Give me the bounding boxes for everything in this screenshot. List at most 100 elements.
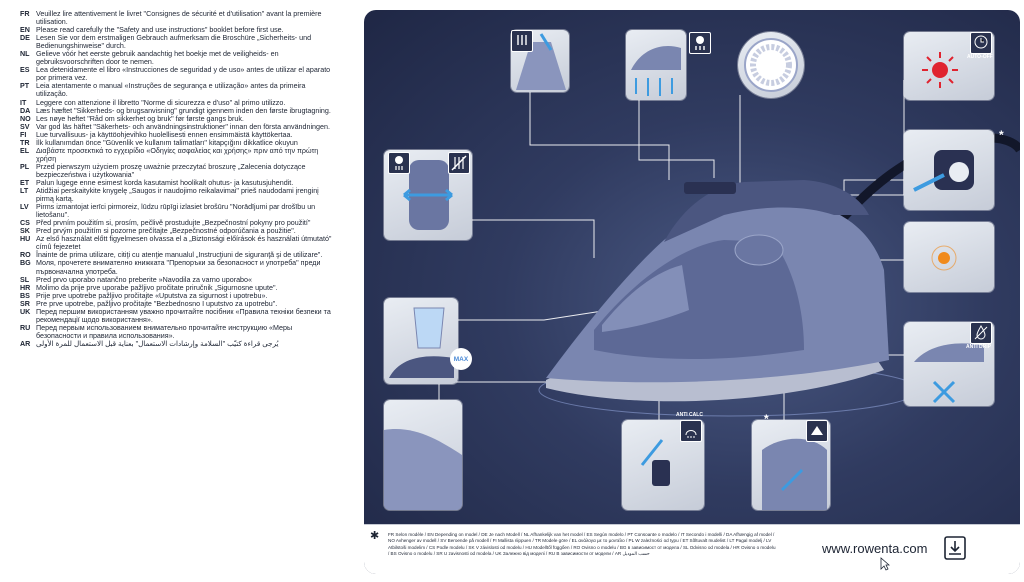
download-icon[interactable]	[942, 535, 968, 561]
vertical-steam-icon	[511, 30, 533, 52]
language-row-da: DA Læs hæftet "Sikkerheds- og brugsanvisn…	[20, 107, 338, 115]
language-instruction-text: Please read carefully the "Safety and us…	[36, 26, 284, 35]
language-code: DA	[20, 106, 31, 115]
no-steam-icon	[448, 152, 470, 174]
language-code: DE	[20, 34, 30, 43]
thumb-vertical-steam	[511, 30, 569, 92]
language-row-hr: HR Molimo da prije prve uporabe pažljivo …	[20, 284, 338, 292]
language-row-hu: HU Az első használat előtt figyelmesen ol…	[20, 235, 338, 251]
thumb-temperature-light	[904, 222, 994, 292]
anti-calc-icon	[680, 420, 702, 442]
language-instruction-text: يُرجى قراءة كتيّب "السلامة وإرشادات الاس…	[36, 339, 279, 348]
thumb-textile	[384, 400, 462, 510]
language-instruction-text: Gelieve vóór het eerste gebruik aandacht…	[36, 50, 279, 67]
language-row-bg: BG Моля, прочетете внимателно книжката "П…	[20, 259, 338, 275]
language-code: EL	[20, 146, 30, 155]
language-code: UK	[20, 307, 31, 316]
language-row-es: ES Lea detenidamente el libro «Instruccio…	[20, 66, 338, 82]
language-instruction-text: Az első használat előtt figyelmesen olva…	[36, 235, 332, 252]
steam-power-icon	[806, 420, 828, 442]
language-code: RO	[20, 251, 31, 260]
language-code: TR	[20, 138, 30, 147]
language-code: BG	[20, 259, 31, 268]
language-code: SR	[20, 299, 30, 308]
language-instruction-text: Leggere con attenzione il libretto "Norm…	[36, 98, 286, 107]
language-instruction-text: Molimo da prije prve uporabe pažljivo pr…	[36, 283, 278, 292]
asterisk-icon: ✱	[370, 530, 380, 542]
language-code: RU	[20, 323, 31, 332]
language-instruction-text: Моля, прочетете внимателно книжката "Пре…	[36, 259, 321, 276]
language-code: BS	[20, 291, 30, 300]
language-instruction-text: Læs hæftet "Sikkerheds- og brugsanvisnin…	[36, 106, 331, 115]
language-instruction-text: Leia atentamente o manual «Instruções de…	[36, 82, 306, 99]
language-code: HR	[20, 283, 31, 292]
auto-off-icon	[970, 32, 992, 54]
language-instruction-text: Lea detenidamente el libro «Instruccione…	[36, 66, 331, 83]
language-code: ET	[20, 178, 30, 187]
language-code: NO	[20, 114, 31, 123]
language-instruction-text: Pre prve upotrebe, pažljivo pročitajte "…	[36, 299, 278, 308]
language-code: AR	[20, 339, 31, 348]
steam-buttons	[684, 182, 736, 194]
language-instruction-text: Перед первым использованием внимательно …	[36, 323, 293, 340]
illustration-panel: AUTO-OFF ANTI DRIP ANTI CALC MAX * * ✱ F…	[364, 10, 1020, 574]
steam-icon	[388, 152, 410, 174]
auto-off-label: AUTO-OFF	[967, 54, 993, 60]
language-instruction-text: Διαβάστε προσεκτικά το εγχειρίδιο «Οδηγί…	[36, 146, 319, 163]
language-code: NL	[20, 50, 30, 59]
language-row-fr: FR Veuillez lire attentivement le livret …	[20, 10, 338, 26]
language-row-tr: TR İlk kullanımdan önce "Güvenlik ve kull…	[20, 139, 338, 147]
language-code: ES	[20, 66, 30, 75]
temperature-dial	[734, 234, 784, 266]
language-instruction-text: İlk kullanımdan önce "Güvenlik ve kullan…	[36, 138, 298, 147]
anti-drip-icon	[970, 322, 992, 344]
language-instruction-text: Înainte de prima utilizare, citiţi cu at…	[36, 251, 323, 260]
language-code: EN	[20, 26, 30, 35]
website-link[interactable]: www.rowenta.com	[822, 541, 928, 556]
language-code: CS	[20, 219, 30, 228]
language-row-de: DE Lesen Sie vor dem erstmaligen Gebrauch…	[20, 34, 338, 50]
thumb-steam-shot	[626, 30, 686, 100]
language-row-ro: RO Înainte de prima utilizare, citiţi cu …	[20, 251, 338, 259]
language-instructions-list: FR Veuillez lire attentivement le livret …	[20, 10, 338, 348]
water-tank	[602, 265, 689, 332]
language-row-ar: AR يُرجى قراءة كتيّب "السلامة وإرشادات ال…	[20, 340, 338, 348]
language-instruction-text: Les nøye heftet "Råd om sikkerhet og bru…	[36, 114, 244, 123]
language-code: FI	[20, 130, 27, 139]
thumb-temperature-dial	[738, 32, 804, 98]
language-instruction-text: Pirms izmantojat ierīci pirmoreiz, lūdzu…	[36, 203, 316, 220]
language-instruction-text: Před prvním použitím si, prosím, pečlivě…	[36, 219, 311, 228]
language-instruction-text: Przed pierwszym użyciem proszę uważnie p…	[36, 162, 306, 179]
language-code: PT	[20, 82, 30, 91]
anti-drip-label: ANTI DRIP	[966, 344, 991, 350]
language-row-pt: PT Leia atentamente o manual «Instruções …	[20, 82, 338, 98]
language-code: FR	[20, 10, 30, 18]
language-instruction-text: Pred prvým použitím si pozorne prečítajt…	[36, 227, 296, 236]
language-instruction-text: Pred prvo uporabo natančno preberite »Na…	[36, 275, 252, 284]
thumb-fill-water	[384, 298, 458, 384]
language-row-cs: CS Před prvním použitím si, prosím, pečli…	[20, 219, 338, 227]
depending-on-model-asterisk: *	[764, 412, 769, 426]
language-row-sr: SR Pre prve upotrebe, pažljivo pročitajte…	[20, 300, 338, 308]
language-instruction-text: Lesen Sie vor dem erstmaligen Gebrauch a…	[36, 34, 312, 51]
language-instruction-text: Veuillez lire attentivement le livret "C…	[36, 10, 322, 27]
iron-handle	[664, 180, 869, 242]
language-row-el: EL Διαβάστε προσεκτικά το εγχειρίδιο «Οδη…	[20, 147, 338, 163]
language-code: HU	[20, 235, 31, 244]
language-row-et: ET Palun lugege enne esimest korda kasuta…	[20, 179, 338, 187]
steam-shot-icon	[689, 32, 711, 54]
language-instruction-text: Palun lugege enne esimest korda kasutami…	[36, 178, 294, 187]
mouse-cursor-icon	[880, 557, 890, 571]
footer: ✱ FR Selon modèle / EN Depending on mode…	[364, 524, 1020, 574]
model-note: FR Selon modèle / EN Depending on model …	[388, 532, 776, 557]
language-row-no: NO Les nøye heftet "Råd om sikkerhet og b…	[20, 115, 338, 123]
language-row-ru: RU Перед первым использованием внимательн…	[20, 324, 338, 340]
